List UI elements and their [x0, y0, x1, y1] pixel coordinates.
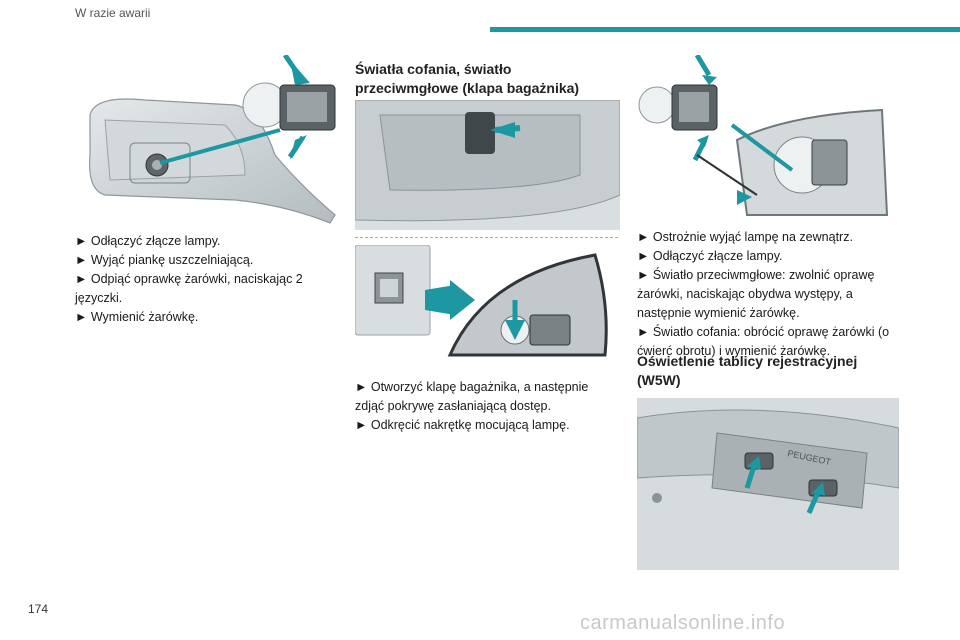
list-item: ► Odłączyć złącze lampy.: [75, 234, 221, 248]
col3-instructions: ► Ostrożnie wyjąć lampę na zewnątrz. ► O…: [637, 228, 902, 361]
col2-instructions: ► Otworzyć klapę bagażnika, a następnie …: [355, 378, 620, 435]
illustration-lamp-nut-removal: [355, 245, 608, 357]
list-item: ► Odkręcić nakrętkę mocującą lampę.: [355, 418, 570, 432]
illustration-lamp-out-bulb: [638, 55, 889, 216]
illustration-tail-lamp-bulb: [88, 55, 336, 224]
list-item: ► Światło przeciwmgłowe: zwolnić oprawę …: [637, 268, 875, 320]
page-number: 174: [28, 602, 49, 616]
list-item: ► Odłączyć złącze lampy.: [637, 249, 783, 263]
list-item: ► Otworzyć klapę bagażnika, a następnie …: [355, 380, 589, 413]
dashed-separator: [355, 237, 618, 238]
section-heading-reversing-fog-lights: Światła cofania, światło przeciwmgłowe (…: [355, 61, 580, 96]
page-header-title: W razie awarii: [75, 6, 151, 20]
section-heading-plate-lighting: Oświetlenie tablicy rejestracyjnej (W5W): [637, 353, 858, 388]
header-accent-bar: [490, 27, 960, 32]
list-item: ► Wyjąć piankę uszczelniającą.: [75, 253, 254, 267]
illustration-plate-lamps: PEUGEOT: [637, 398, 899, 570]
list-item: ► Odpiąć oprawkę żarówki, naciskając 2 j…: [75, 272, 303, 305]
col1-instructions: ► Odłączyć złącze lampy. ► Wyjąć piankę …: [75, 232, 340, 327]
list-item: ► Światło cofania: obrócić oprawę żarówk…: [637, 325, 890, 358]
illustration-tailgate-cover: [355, 100, 620, 230]
list-item: ► Wymienić żarówkę.: [75, 310, 199, 324]
watermark: carmanualsonline.info: [580, 612, 786, 634]
list-item: ► Ostrożnie wyjąć lampę na zewnątrz.: [637, 230, 853, 244]
